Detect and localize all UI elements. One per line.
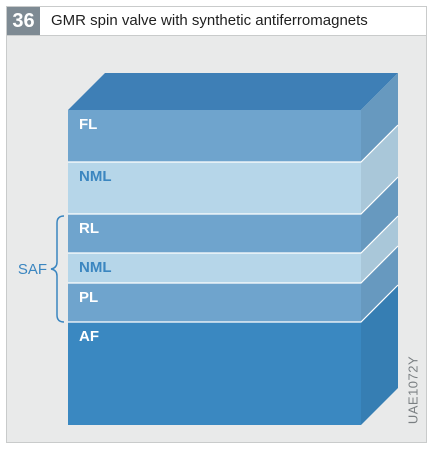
layer-boundary-line — [68, 176, 399, 215]
layer-front-face — [68, 214, 361, 253]
layer-boundary-line — [68, 215, 399, 254]
layer-side-face — [361, 216, 398, 283]
layer-label: NML — [79, 259, 112, 276]
saf-bracket — [50, 215, 65, 323]
layer-front-face — [68, 253, 361, 283]
figure-title: GMR spin valve with synthetic antiferrom… — [51, 12, 368, 29]
layer-boundaries — [68, 124, 399, 323]
layer-label: AF — [79, 328, 99, 345]
layer-boundary-line — [68, 124, 399, 163]
stack-top-face — [68, 73, 398, 110]
layer-side-face — [361, 125, 398, 214]
layer-front-face — [68, 283, 361, 322]
layer-label: NML — [79, 168, 112, 185]
layer-label: PL — [79, 289, 98, 306]
layer-label: RL — [79, 220, 99, 237]
layer-front-face — [68, 110, 361, 162]
layer-fl-0: FL — [68, 73, 398, 162]
layer-label: FL — [79, 116, 97, 133]
saf-label: SAF — [18, 261, 47, 278]
figure-code: UAE1072Y — [405, 355, 421, 425]
layer-boundary-line — [68, 245, 399, 284]
layer-af-5: AF — [68, 285, 398, 425]
layer-side-face — [361, 177, 398, 253]
layer-side-face — [361, 246, 398, 322]
layer-pl-4: PL — [68, 246, 398, 322]
layer-front-face — [68, 162, 361, 214]
layer-nml-1: NML — [68, 125, 398, 214]
layer-front-face — [68, 322, 361, 425]
layer-boundary-line — [68, 284, 399, 323]
layer-side-face — [361, 73, 398, 162]
figure-number: 36 — [7, 7, 40, 35]
layer-nml-3: NML — [68, 216, 398, 283]
layer-rl-2: RL — [68, 177, 398, 253]
layer-side-face — [361, 285, 398, 425]
figure-header: 36 GMR spin valve with synthetic antifer… — [6, 6, 427, 36]
